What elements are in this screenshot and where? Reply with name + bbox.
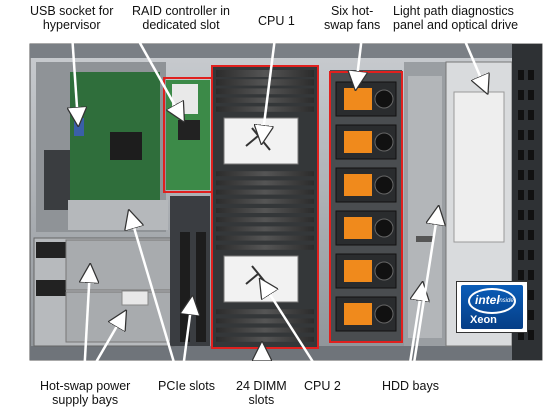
usb-socket-label: USB socket for hypervisor	[30, 4, 113, 32]
vent-hole	[518, 110, 524, 120]
vent-hole	[528, 170, 534, 180]
lightpath-label-line2: panel and optical drive	[393, 18, 519, 32]
motherboard-area	[36, 62, 168, 232]
vent-hole	[528, 90, 534, 100]
fan-icon	[374, 175, 394, 195]
power-supply-label-line2: supply bays	[52, 393, 119, 407]
usb-socket-label-line2: hypervisor	[42, 18, 101, 32]
vent-hole	[518, 210, 524, 220]
vent-hole	[528, 230, 534, 240]
vent-hole	[528, 290, 534, 300]
fan-latch	[344, 174, 372, 196]
intel-brand-text: intel	[475, 293, 500, 307]
vent-hole	[528, 330, 534, 340]
vent-hole	[518, 230, 524, 240]
dimm-slots-label-line1: 24 DIMM	[236, 379, 287, 393]
fan-latch	[344, 217, 372, 239]
vent-hole	[528, 150, 534, 160]
dimm-stick	[216, 235, 314, 241]
arrow-pcie-2	[182, 300, 192, 377]
dimm-stick	[216, 97, 314, 103]
vent-hole	[528, 190, 534, 200]
vent-hole	[518, 170, 524, 180]
vent-hole	[518, 130, 524, 140]
dimm-stick	[216, 244, 314, 250]
dimm-stick	[216, 79, 314, 85]
dimm-stick	[216, 198, 314, 204]
power-supply-label-line1: Hot-swap power	[40, 379, 131, 393]
intel-xeon-badge: intel inside Xeon	[456, 281, 528, 333]
fans-label-line2: swap fans	[324, 18, 381, 32]
dimm-stick	[216, 226, 314, 232]
dimm-stick	[216, 309, 314, 315]
cpu2-label: CPU 2	[304, 379, 341, 393]
vent-hole	[528, 210, 534, 220]
arrow-cpu1	[262, 29, 278, 140]
dimm-stick	[216, 208, 314, 213]
usb-socket-label-line1: USB socket for	[30, 4, 114, 18]
fan-latch	[344, 131, 372, 153]
dimm-stick	[216, 318, 314, 324]
vent-hole	[518, 250, 524, 260]
cpu1-label: CPU 1	[258, 14, 295, 28]
dimm-stick	[216, 88, 314, 94]
dimm-stick	[216, 336, 314, 342]
arrow-hdd-2	[410, 210, 438, 377]
fan-icon	[374, 132, 394, 152]
vent-hole	[518, 90, 524, 100]
raid-controller-label: RAID controller in dedicated slot	[132, 4, 230, 32]
vent-hole	[518, 330, 524, 340]
intel-ring-icon	[468, 288, 516, 314]
lightpath-label: Light path diagnostics panel and optical…	[393, 4, 518, 32]
dimm-stick	[216, 171, 314, 177]
dimm-stick	[216, 327, 314, 333]
fans-label: Six hot- swap fans	[324, 4, 380, 32]
intel-inside-text: inside	[498, 298, 514, 304]
vent-hole	[518, 150, 524, 160]
arrow-usb	[72, 33, 78, 122]
fan-icon	[374, 89, 394, 109]
arrow-psu-2	[86, 314, 124, 377]
dimm-slots-label-line2: slots	[248, 393, 275, 407]
vent-hole	[528, 110, 534, 120]
fans-label-line1: Six hot-	[330, 4, 374, 18]
dimm-stick	[216, 180, 314, 186]
raid-controller-label-line1: RAID controller in	[132, 4, 230, 18]
dimm-stick	[216, 70, 314, 75]
vent-hole	[518, 270, 524, 280]
vent-hole	[518, 70, 524, 80]
vent-hole	[518, 190, 524, 200]
arrow-pcie-1	[130, 214, 180, 377]
arrow-fans	[356, 35, 362, 86]
fan-latch	[344, 88, 372, 110]
dimm-slots-label: 24 DIMM slots	[236, 379, 287, 407]
dimm-stick	[216, 189, 314, 195]
dimm-stick	[216, 217, 314, 223]
pcie-slots-label: PCIe slots	[158, 379, 215, 393]
vent-hole	[528, 310, 534, 320]
arrow-cpu2	[262, 282, 324, 377]
fan-icon	[374, 304, 394, 324]
arrow-hdd-1	[406, 286, 422, 377]
hdd-bays-label: HDD bays	[382, 379, 439, 393]
hot-swap-fans	[329, 70, 403, 343]
arrow-lightpath	[460, 33, 486, 90]
fan-icon	[374, 261, 394, 281]
fan-icon	[374, 218, 394, 238]
fan-latch	[344, 260, 372, 282]
raid-controller-label-line2: dedicated slot	[142, 18, 220, 32]
arrow-raid	[134, 35, 182, 118]
vent-hole	[528, 270, 534, 280]
arrow-psu-1	[84, 268, 90, 377]
pcie-slot-area	[170, 196, 210, 346]
fan-latch	[344, 303, 372, 325]
lightpath-label-line1: Light path diagnostics	[393, 4, 514, 18]
power-supply-label: Hot-swap power supply bays	[40, 379, 130, 407]
vent-hole	[528, 130, 534, 140]
xeon-text: Xeon	[470, 314, 497, 326]
vent-hole	[528, 250, 534, 260]
vent-hole	[528, 70, 534, 80]
